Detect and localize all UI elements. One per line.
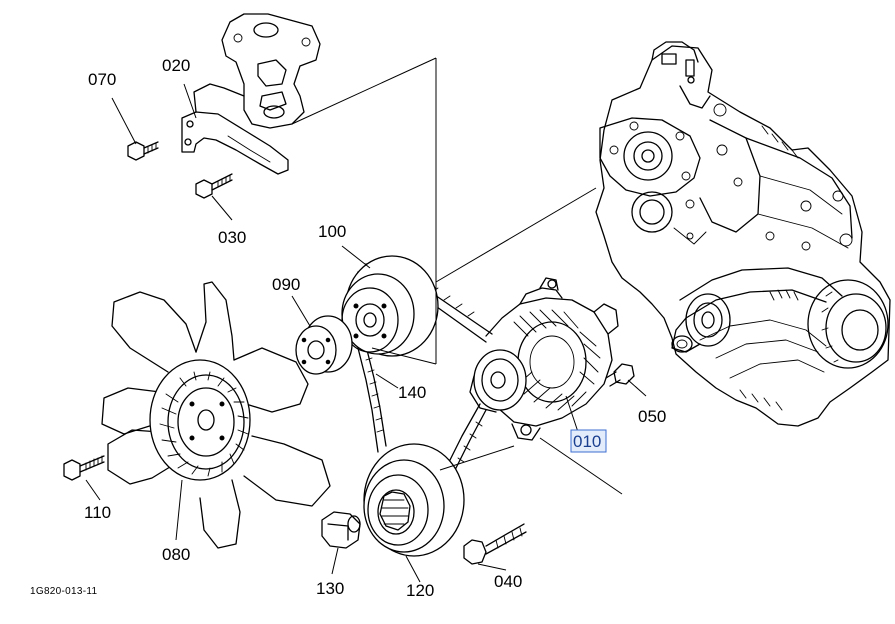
- part-label-020[interactable]: 020: [162, 56, 190, 75]
- part-label-070[interactable]: 070: [88, 70, 116, 89]
- part-label-110[interactable]: 110: [84, 503, 111, 522]
- drawing-code: 1G820-013-11: [30, 586, 97, 597]
- fan-drive-pulley-drawing: [341, 255, 439, 357]
- part-label-080[interactable]: 080: [162, 545, 190, 564]
- selected-part-highlight: [570, 429, 607, 453]
- stud-050-drawing: [605, 363, 635, 387]
- part-label-140[interactable]: 140: [398, 383, 426, 402]
- part-label-120[interactable]: 120: [406, 581, 434, 600]
- engine-gear-case-drawing: [595, 41, 891, 427]
- alternator-drawing: [469, 277, 619, 441]
- part-label-050[interactable]: 050: [638, 407, 666, 426]
- part-label-130[interactable]: 130: [316, 579, 344, 598]
- part-label-030[interactable]: 030: [218, 228, 246, 247]
- alternator-bracket-drawing: [181, 13, 321, 175]
- bolt-030-drawing: [195, 173, 233, 199]
- bolt-110-drawing: [63, 455, 105, 481]
- part-label-040[interactable]: 040: [494, 572, 522, 591]
- part-label-090[interactable]: 090: [272, 275, 300, 294]
- nut-130-drawing: [321, 511, 361, 549]
- cooling-fan-drawing: [101, 281, 331, 549]
- leader-lines: [85, 57, 647, 583]
- bolt-040-drawing: [463, 523, 527, 565]
- crankshaft-pulley-drawing: [363, 443, 465, 557]
- spacer-drawing: [295, 315, 353, 375]
- bolt-070-drawing: [127, 141, 159, 161]
- part-label-010[interactable]: 010: [573, 432, 601, 451]
- part-label-100[interactable]: 100: [318, 222, 346, 241]
